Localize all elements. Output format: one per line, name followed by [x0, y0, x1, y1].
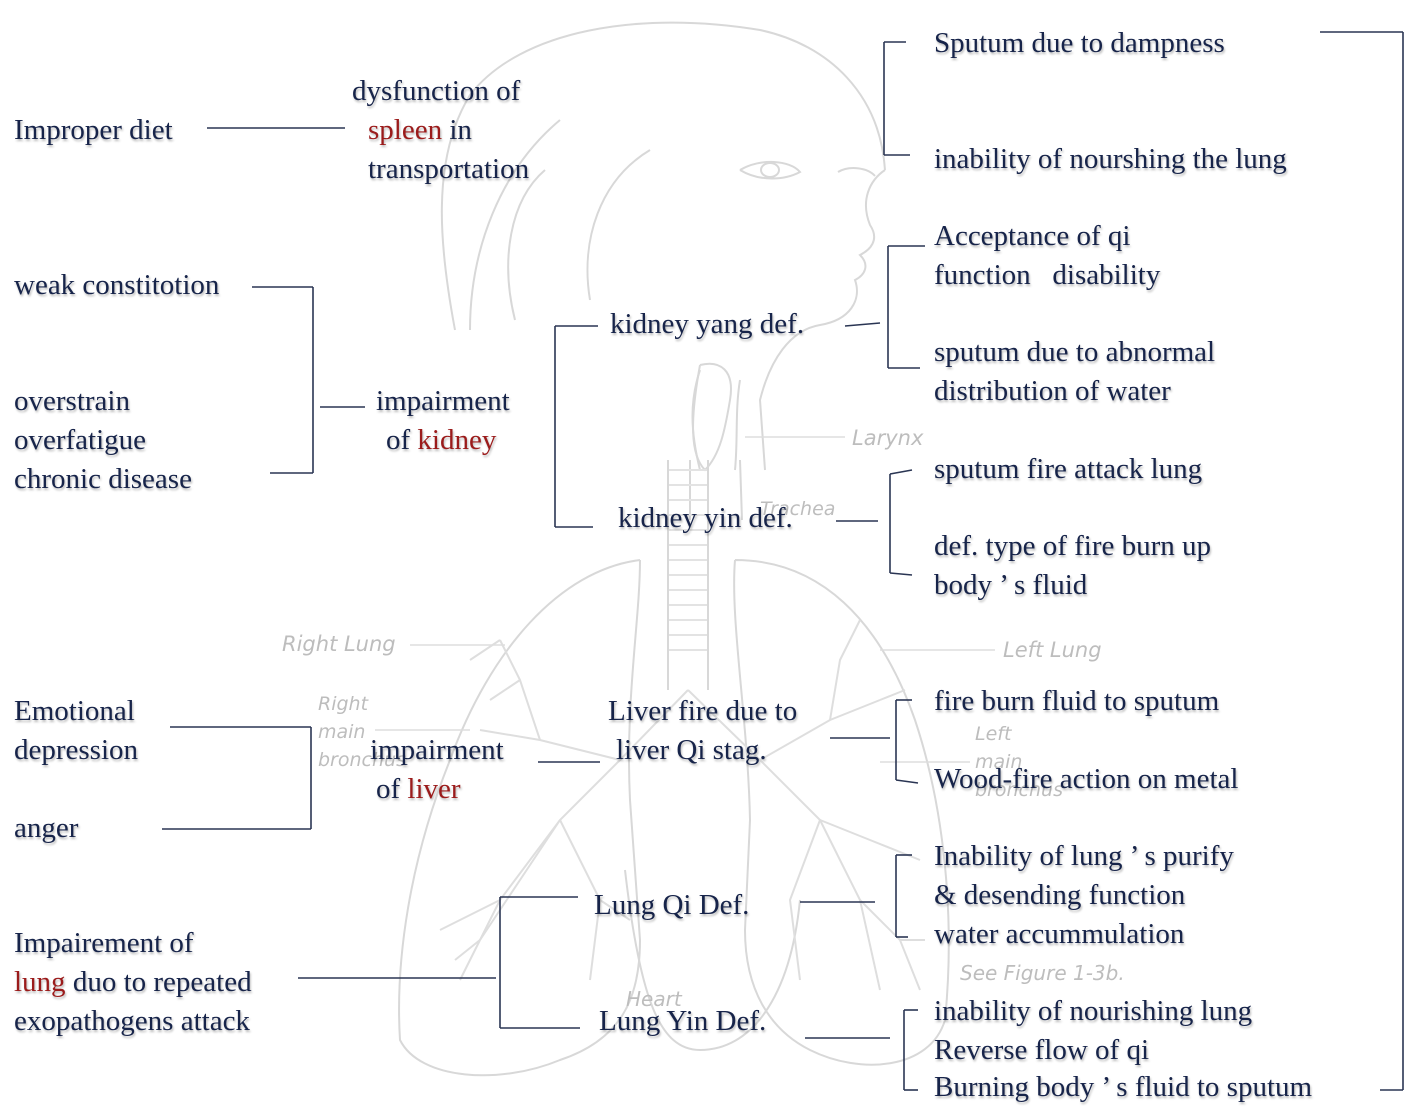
- cause-lung-impairment-line-2: lung duo to repeated: [14, 966, 252, 998]
- result-burning-fluid: Burning body ’ s fluid to sputum: [934, 1071, 1313, 1103]
- kidney-impairment-line-2: of kidney: [386, 424, 497, 456]
- result-acceptance-qi-line-2: function disability: [934, 259, 1161, 291]
- result-fire-burn-up-line-2: body ’ s fluid: [934, 569, 1088, 601]
- liver-highlight: liver: [407, 773, 461, 805]
- cause-lung-impairment-line-1: Impairement of: [14, 927, 194, 959]
- figure-reference-label: See Figure 1-3b.: [960, 961, 1125, 985]
- lung-highlight: lung: [14, 966, 66, 998]
- result-acceptance-qi-line-1: Acceptance of qi: [934, 220, 1131, 252]
- right-main-label-3: bronchus: [318, 749, 406, 771]
- cause-anger: anger: [14, 812, 79, 844]
- larynx-label: Larynx: [852, 426, 924, 450]
- result-abnormal-water-line-1: sputum due to abnormal: [934, 336, 1216, 368]
- result-fire-burn-fluid: fire burn fluid to sputum: [934, 685, 1220, 717]
- heart-label: Heart: [626, 987, 682, 1011]
- result-reverse-flow: Reverse flow of qi: [934, 1034, 1150, 1066]
- spleen-dysfunction-line-1: dysfunction of: [352, 75, 521, 107]
- result-purify-line-3: water accummulation: [934, 918, 1185, 950]
- result-purify-line-1: Inability of lung ’ s purify: [934, 840, 1234, 872]
- kidney-impairment-line-1: impairment: [376, 385, 510, 417]
- kidney-highlight: kidney: [417, 424, 497, 456]
- result-sputum-dampness: Sputum due to dampness: [934, 27, 1225, 59]
- result-fire-burn-up-line-1: def. type of fire burn up: [934, 530, 1212, 562]
- spleen-highlight: spleen: [368, 114, 443, 146]
- cause-depression: depression: [14, 734, 139, 766]
- right-main-label-1: Right: [318, 693, 369, 715]
- cause-overfatigue: overfatigue: [14, 424, 147, 456]
- cause-overstrain: overstrain: [14, 385, 130, 417]
- cause-improper-diet: Improper diet: [14, 114, 173, 146]
- mechanism-liver-fire-line-1: Liver fire due to: [608, 695, 798, 727]
- mechanism-lung-qi: Lung Qi Def.: [594, 889, 750, 921]
- liver-impairment-line-1: impairment: [370, 734, 504, 766]
- spleen-dysfunction-line-2: spleen in: [368, 114, 472, 146]
- result-wood-fire: Wood-fire action on metal: [934, 763, 1239, 795]
- result-fire-attack-lung: sputum fire attack lung: [934, 453, 1203, 485]
- liver-impairment-line-2: of liver: [376, 773, 461, 805]
- left-lung-label: Left Lung: [1003, 638, 1102, 662]
- mechanism-kidney-yin: kidney yin def.: [618, 502, 793, 534]
- head-outline-path: [440, 21, 886, 331]
- mechanism-kidney-yang: kidney yang def.: [610, 308, 805, 340]
- cause-lung-impairment-line-3: exopathogens attack: [14, 1005, 250, 1037]
- spleen-dysfunction-line-3: transportation: [368, 153, 530, 185]
- mechanism-liver-fire-line-2: liver Qi stag.: [616, 734, 767, 766]
- left-main-label-3: bronchus: [975, 779, 1063, 801]
- cause-weak-constitution: weak constitotion: [14, 269, 220, 301]
- result-abnormal-water-line-2: distribution of water: [934, 375, 1171, 407]
- result-nourishing-lung: inability of nourishing lung: [934, 995, 1253, 1027]
- result-purify-line-2: & desending function: [934, 879, 1186, 911]
- right-lung-label: Right Lung: [282, 632, 396, 656]
- left-main-label-2: main: [975, 751, 1023, 773]
- trachea-label: Trachea: [760, 498, 836, 520]
- cause-chronic-disease: chronic disease: [14, 463, 192, 495]
- result-inability-nourishing: inability of nourshing the lung: [934, 143, 1287, 175]
- left-main-label-1: Left: [975, 723, 1012, 745]
- mechanism-lung-yin: Lung Yin Def.: [599, 1005, 767, 1037]
- right-main-label-2: main: [318, 721, 366, 743]
- cause-emotional: Emotional: [14, 695, 135, 727]
